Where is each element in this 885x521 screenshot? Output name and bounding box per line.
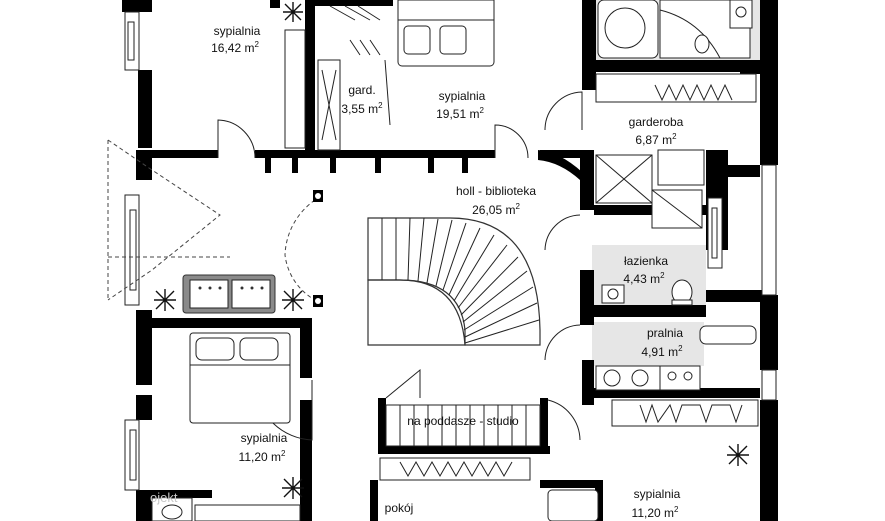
svg-text:19,51 m2: 19,51 m2	[436, 106, 484, 121]
windows	[124, 11, 777, 491]
room-label-holl: holl - biblioteka 26,05 m2	[456, 184, 536, 217]
watermark: ojekt	[150, 490, 178, 505]
attic-stairs	[385, 404, 541, 447]
svg-text:pokój: pokój	[385, 501, 414, 515]
room-label-pralnia: pralnia 4,91 m2	[641, 326, 683, 359]
room-label-sypialnia-nw: sypialnia 16,42 m2	[211, 24, 261, 55]
spiral-stairs	[367, 217, 541, 346]
room-label-sypialnia-se: sypialnia 11,20 m2	[632, 487, 681, 520]
bathroom-top-fixtures	[597, 0, 753, 59]
wardrobe-gard	[284, 5, 391, 151]
wardrobe-lower	[379, 399, 759, 521]
bed-top	[397, 0, 495, 67]
wardrobe-garderoba	[595, 73, 757, 103]
svg-text:6,87 m2: 6,87 m2	[635, 132, 677, 147]
sofa	[182, 274, 276, 314]
svg-text:łazienka: łazienka	[624, 254, 668, 268]
room-label-sypialnia-sw: sypialnia 11,20 m2	[239, 431, 288, 464]
svg-text:16,42 m2: 16,42 m2	[211, 40, 259, 55]
svg-text:4,91 m2: 4,91 m2	[641, 344, 683, 359]
stairs-label: na poddasze - studio	[407, 414, 519, 428]
svg-text:3,55 m2: 3,55 m2	[341, 101, 383, 116]
svg-text:26,05 m2: 26,05 m2	[472, 202, 520, 217]
svg-text:11,20 m2: 11,20 m2	[632, 505, 679, 520]
pralnia-fixtures	[595, 325, 757, 391]
balcony-outline	[107, 139, 221, 301]
svg-text:holl - biblioteka: holl - biblioteka	[456, 184, 536, 198]
svg-text:sypialnia: sypialnia	[241, 431, 288, 445]
room-label-sypialnia-n: sypialnia 19,51 m2	[436, 89, 486, 121]
room-label-lazienka: łazienka 4,43 m2	[623, 254, 668, 286]
svg-text:sypialnia: sypialnia	[439, 89, 486, 103]
room-label-garderoba: garderoba 6,87 m2	[629, 115, 684, 147]
svg-text:gard.: gard.	[348, 83, 375, 97]
lazienka-fixtures	[601, 279, 693, 306]
shower-tray	[595, 149, 705, 229]
svg-text:sypialnia: sypialnia	[634, 487, 681, 501]
room-label-gard: gard. 3,55 m2	[341, 83, 383, 116]
pralnia-fill	[592, 322, 704, 366]
svg-text:garderoba: garderoba	[629, 115, 684, 129]
svg-text:pralnia: pralnia	[647, 326, 683, 340]
room-label-pokoj: pokój	[385, 501, 414, 515]
svg-text:4,43 m2: 4,43 m2	[623, 271, 665, 286]
bed-lower-left	[189, 332, 291, 424]
plant-icons	[154, 2, 749, 499]
svg-text:11,20 m2: 11,20 m2	[239, 449, 286, 464]
svg-text:sypialnia: sypialnia	[214, 24, 261, 38]
